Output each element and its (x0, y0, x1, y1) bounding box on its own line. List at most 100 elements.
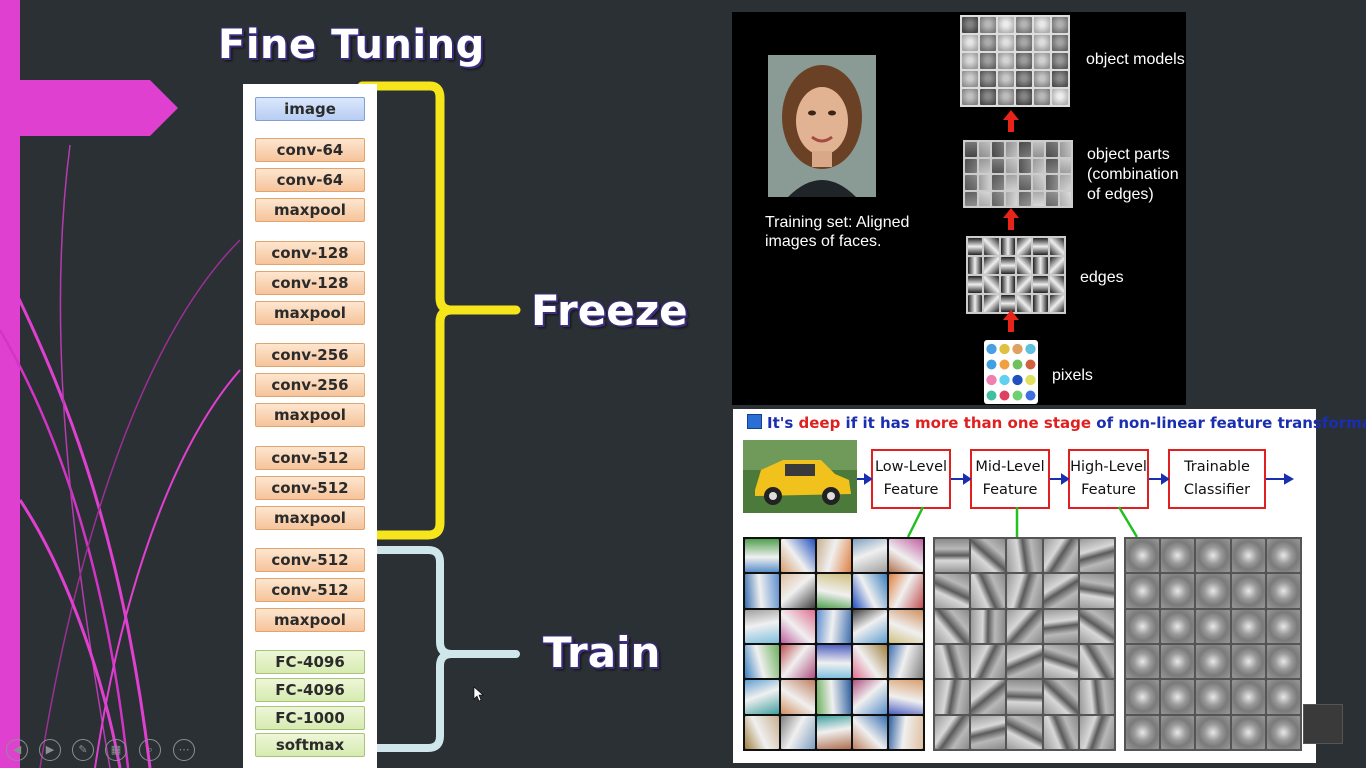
mid-filter-tile (971, 609, 1006, 643)
stage-label: Feature (982, 482, 1038, 498)
pixel-tile (1012, 357, 1023, 371)
mid-filter-tile (1079, 644, 1114, 679)
edge-tile (1000, 257, 1015, 274)
object-models-grid (960, 15, 1070, 107)
low-filter-tile (745, 680, 779, 714)
high-filter-tile (1126, 574, 1160, 608)
face-part-tile (992, 158, 1004, 173)
edge-tile (1016, 238, 1032, 255)
high-filter-tile (1231, 680, 1265, 714)
mid-filter-tile (1007, 539, 1042, 573)
mid-filter-tile (1007, 644, 1042, 679)
arrow-tab-shape (20, 80, 178, 136)
face-part-tile (1032, 191, 1044, 206)
high-filter-tile (1196, 574, 1230, 608)
headline-more-stages: more than one stage (914, 414, 1092, 432)
mid-filter-tile (1007, 574, 1042, 608)
more-icon[interactable]: ⋯ (173, 739, 195, 761)
high-filter-tile (1126, 539, 1160, 573)
training-caption-line1: Training set: Aligned (765, 214, 910, 231)
mid-level-filters (933, 537, 1116, 751)
low-filter-tile (745, 574, 779, 608)
face-part-tile (1019, 191, 1031, 206)
pixel-tile (1025, 342, 1036, 356)
layer-fc: FC-4096 (255, 678, 365, 702)
layer-conv: conv-512 (255, 476, 365, 500)
edge-tile (968, 238, 983, 255)
object-parts-label-2: (combination (1087, 166, 1179, 183)
up-arrow-icon (1003, 208, 1019, 230)
low-filter-tile (853, 574, 887, 608)
face-part-tile (978, 175, 990, 190)
train-brace (358, 546, 520, 752)
edge-tile (1016, 295, 1032, 312)
low-filter-tile (817, 609, 851, 643)
face-model-tile (1034, 35, 1050, 51)
face-model-tile (998, 71, 1014, 87)
face-part-tile (1032, 142, 1044, 157)
high-filter-tile (1196, 539, 1230, 573)
high-filter-tile (1126, 644, 1160, 679)
layer-conv: maxpool (255, 608, 365, 632)
pixel-tile (1012, 388, 1023, 402)
mid-filter-tile (971, 644, 1006, 679)
mid-filter-tile (935, 644, 970, 679)
face-model-tile (1016, 71, 1032, 87)
edge-tile (1033, 257, 1048, 274)
layer-conv: conv-64 (255, 168, 365, 192)
pixel-tile (986, 357, 997, 371)
face-model-tile (1034, 17, 1050, 33)
layer-conv: maxpool (255, 403, 365, 427)
edge-tile (1049, 238, 1064, 255)
slides-icon[interactable]: ▦ (105, 739, 127, 761)
high-filter-tile (1161, 609, 1195, 643)
low-filter-tile (781, 574, 815, 608)
face-model-tile (980, 89, 996, 105)
face-model-tile (998, 35, 1014, 51)
mid-filter-tile (1043, 715, 1078, 749)
pixel-tile (1025, 357, 1036, 371)
face-model-tile (962, 35, 978, 51)
face-model-tile (962, 89, 978, 105)
low-filter-tile (853, 680, 887, 714)
pixel-tile (1012, 373, 1023, 387)
pixel-tile (1025, 373, 1036, 387)
edge-tile (1033, 238, 1048, 255)
object-parts-label: object parts (1087, 146, 1170, 163)
face-part-tile (1005, 191, 1017, 206)
pixels-grid (984, 340, 1038, 404)
face-model-tile (998, 17, 1014, 33)
face-part-tile (1059, 191, 1071, 206)
face-model-tile (1016, 89, 1032, 105)
training-caption-line2: images of faces. (765, 233, 882, 250)
face-part-tile (1059, 142, 1071, 157)
face-part-tile (1046, 158, 1058, 173)
edge-tile (984, 295, 999, 312)
edges-label: edges (1080, 269, 1124, 286)
mid-filter-tile (1043, 680, 1078, 714)
face-part-tile (1059, 175, 1071, 190)
mid-filter-tile (935, 680, 970, 714)
face-part-tile (965, 175, 977, 190)
face-part-tile (1005, 175, 1017, 190)
low-filter-tile (817, 539, 851, 573)
freeze-label: Freeze (531, 286, 688, 335)
layer-fc: softmax (255, 733, 365, 757)
pixel-tile (999, 373, 1010, 387)
pen-icon[interactable]: ✎ (72, 739, 94, 761)
forward-icon[interactable]: ▶ (39, 739, 61, 761)
layer-conv: maxpool (255, 198, 365, 222)
train-label: Train (543, 628, 661, 677)
face-model-tile (1034, 89, 1050, 105)
face-part-tile (1046, 175, 1058, 190)
edge-tile (968, 295, 983, 312)
car-photo (743, 440, 857, 513)
mid-filter-tile (1043, 609, 1078, 643)
back-icon[interactable]: ◀ (6, 739, 28, 761)
low-filter-tile (817, 644, 851, 679)
mid-filter-tile (971, 715, 1006, 749)
layer-conv: conv-512 (255, 548, 365, 572)
mid-filter-tile (1079, 715, 1114, 749)
zoom-icon[interactable]: ⌕ (139, 739, 161, 761)
face-model-tile (1052, 89, 1068, 105)
